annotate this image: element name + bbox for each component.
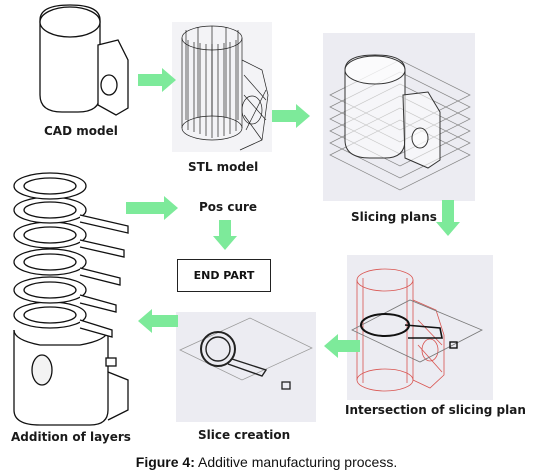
end-part-box: END PART	[177, 259, 271, 292]
intersection-illustration	[351, 268, 483, 392]
label-addition-of-layers: Addition of layers	[11, 430, 131, 444]
slice-creation-panel	[176, 312, 316, 422]
figure-caption-text: Additive manufacturing process.	[194, 454, 398, 470]
label-stl-model: STL model	[188, 160, 259, 174]
arrow-slice-to-layers	[138, 309, 178, 333]
stl-model-illustration	[181, 25, 269, 151]
slice-creation-illustration	[179, 317, 313, 390]
cad-model-illustration	[39, 4, 129, 116]
label-intersection: Intersection of slicing plan	[345, 403, 526, 417]
figure-number: Figure 4:	[135, 454, 195, 470]
arrow-poscure-to-endpart	[213, 220, 237, 250]
figure-caption: Figure 4: Additive manufacturing process…	[0, 454, 533, 470]
label-cad-model: CAD model	[44, 124, 118, 138]
intersection-panel	[347, 255, 493, 400]
arrow-slicing-to-intersection	[436, 200, 460, 236]
arrow-stl-to-slicing	[272, 104, 310, 128]
arrow-layers-to-poscure	[126, 196, 178, 220]
arrow-cad-to-stl	[138, 68, 176, 92]
label-slice-creation: Slice creation	[198, 428, 291, 442]
slicing-plans-illustration	[329, 54, 471, 191]
arrow-intersection-to-slice	[324, 334, 360, 358]
label-slicing-plans: Slicing plans	[351, 210, 437, 224]
addition-of-layers-illustration	[13, 172, 129, 426]
label-pos-cure: Pos cure	[199, 200, 258, 214]
